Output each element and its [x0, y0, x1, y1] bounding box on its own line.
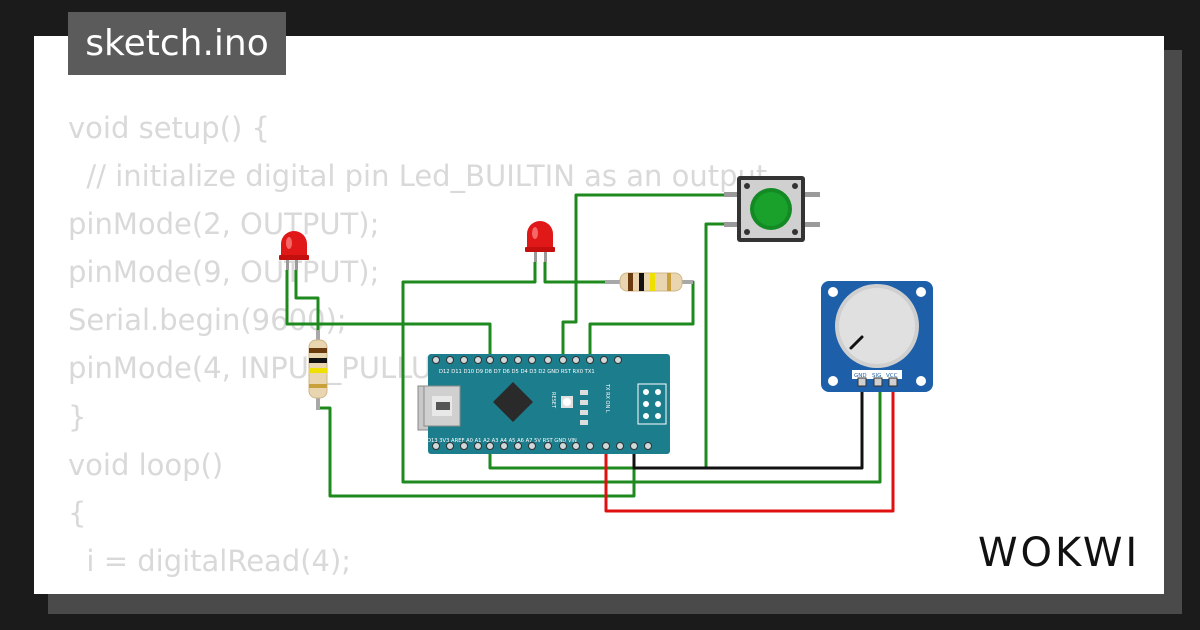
wokwi-logo-text: WOKWI: [978, 530, 1140, 576]
pot-knob-pointer: [849, 335, 864, 350]
code-line: void setup() {: [68, 111, 270, 145]
code-line: }: [68, 399, 87, 434]
code-line: i = digitalRead(4);: [68, 543, 352, 578]
red-led-2[interactable]: [525, 221, 555, 262]
file-tab[interactable]: sketch.ino: [68, 12, 286, 75]
wire-pot-gnd: [632, 378, 864, 470]
pot-pin-vcc-label: VCC: [886, 373, 898, 379]
arduino-nano-board[interactable]: D12 D11 D10 D9 D8 D7 D6 D5 D4 D3 D2 GND …: [417, 354, 670, 454]
resistor-2[interactable]: [605, 272, 693, 292]
code-line: pinMode(9, OUTPUT);: [68, 255, 380, 290]
wire-led1-anode: [294, 270, 320, 342]
board-top-pins-label: D12 D11 D10 D9 D8 D7 D6 D5 D4 D3 D2 GND …: [439, 369, 595, 375]
preview-panel: void setup() { // initialize digital pin…: [34, 36, 1164, 594]
red-led-1[interactable]: [279, 231, 309, 270]
wire-resistor1-gnd: [318, 406, 636, 498]
code-line: pinMode(2, OUTPUT);: [68, 207, 380, 242]
wire-led2-resistor: [543, 262, 612, 284]
code-line: void loop(): [68, 447, 224, 482]
pot-pin-sig-label: SIG: [872, 373, 881, 379]
resistor-1[interactable]: [308, 330, 328, 410]
wire-resistor2-d2: [588, 280, 695, 360]
code-line: Serial.begin(9600);: [68, 303, 347, 338]
code-listing: void setup() { // initialize digital pin…: [68, 104, 767, 585]
potentiometer-module[interactable]: GND SIG VCC: [821, 281, 933, 392]
code-line: {: [68, 495, 87, 530]
pushbutton[interactable]: [724, 176, 820, 242]
board-reset-label: RESET: [550, 392, 556, 409]
wire-button-d4: [561, 193, 735, 360]
pot-pin-gnd-label: GND: [854, 373, 867, 379]
wire-led2-d2: [401, 262, 882, 484]
wire-pot-vcc: [604, 378, 895, 513]
wokwi-logo: WOKWI: [978, 526, 1150, 580]
board-led-labels: TX RX ON L: [604, 383, 610, 413]
board-bottom-pins-label: D13 3V3 AREF A0 A1 A2 A3 A4 A5 A6 A7 5V …: [427, 438, 577, 444]
code-line: // initialize digital pin Led_BUILTIN as…: [68, 159, 768, 194]
wire-led1-d9: [285, 270, 492, 360]
